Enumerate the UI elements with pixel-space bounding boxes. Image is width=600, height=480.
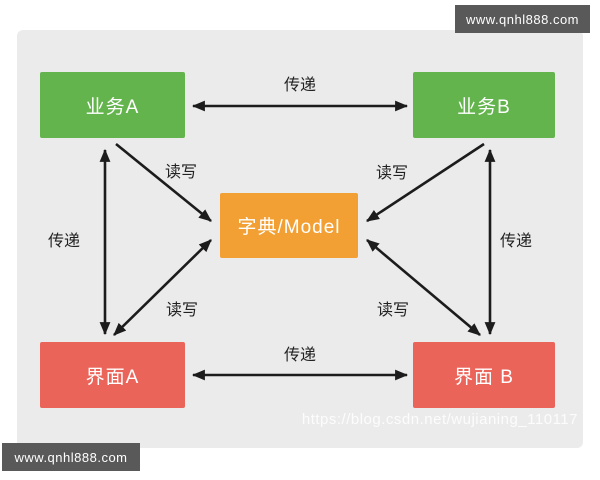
- node-ui-b: 界面 B: [413, 342, 555, 408]
- watermark-site-top: www.qnhl888.com: [455, 5, 590, 33]
- edge-label-pass-right: 传递: [499, 233, 533, 250]
- node-ui-a: 界面A: [40, 342, 185, 408]
- edge-label-readwrite-bottom-right: 读写: [376, 302, 410, 319]
- edge-label-pass-bottom: 传递: [283, 347, 317, 364]
- edge-label-pass-left: 传递: [47, 233, 81, 250]
- node-business-b: 业务B: [413, 72, 555, 138]
- edge-label-readwrite-bottom-left: 读写: [165, 302, 199, 319]
- edge-label-readwrite-top-left: 读写: [164, 164, 198, 181]
- node-model: 字典/Model: [220, 193, 358, 258]
- edge-label-pass-top: 传递: [283, 77, 317, 94]
- node-business-a: 业务A: [40, 72, 185, 138]
- watermark-site-bottom: www.qnhl888.com: [2, 443, 140, 471]
- watermark-blog-url: https://blog.csdn.net/wujianing_110117: [301, 411, 578, 428]
- edge-label-readwrite-top-right: 读写: [375, 165, 409, 182]
